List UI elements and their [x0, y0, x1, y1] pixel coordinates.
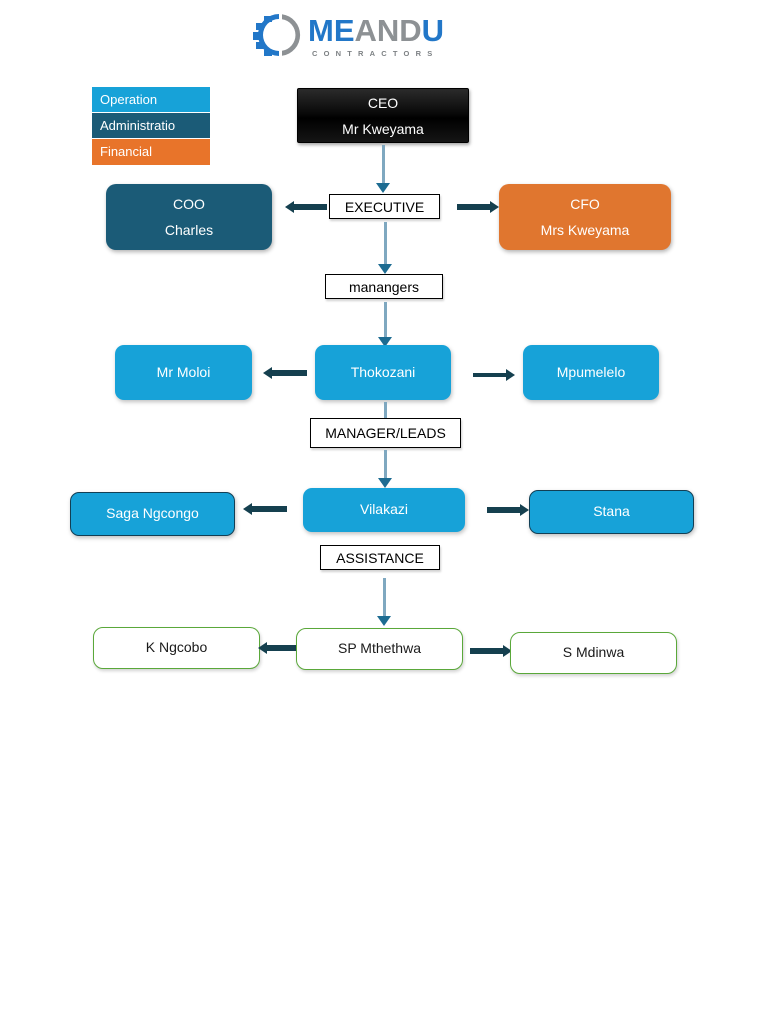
- arrow-executive-to-coo: [285, 200, 327, 214]
- legend-item-operation: Operation: [92, 87, 210, 113]
- node-coo-name: Charles: [164, 222, 214, 238]
- node-ceo-name: Mr Kweyama: [342, 120, 424, 137]
- arrow-mthethwa-to-mdinwa: [470, 644, 512, 658]
- label-executive: EXECUTIVE: [329, 194, 440, 219]
- label-assistance: ASSISTANCE: [320, 545, 440, 570]
- legend: Operation Administratio Financial: [92, 87, 210, 165]
- logo-text-me: ME: [308, 12, 355, 48]
- node-ceo[interactable]: CEO Mr Kweyama: [297, 88, 469, 143]
- node-mpumelelo-label: Mpumelelo: [556, 363, 626, 380]
- node-sp-mthethwa[interactable]: SP Mthethwa: [296, 628, 463, 670]
- connector-ceo-to-executive: [376, 145, 390, 193]
- gear-ring-icon: [253, 14, 301, 56]
- node-vilakazi[interactable]: Vilakazi: [303, 488, 465, 532]
- arrow-mthethwa-to-ngcobo: [258, 641, 302, 655]
- node-coo-title: COO: [173, 196, 205, 212]
- node-mr-moloi[interactable]: Mr Moloi: [115, 345, 252, 400]
- logo-wordmark: MEANDU CONTRACTORS: [308, 15, 444, 58]
- arrow-vilakazi-to-saga: [243, 502, 287, 516]
- node-thokozani-label: Thokozani: [350, 363, 416, 380]
- legend-item-administration: Administratio: [92, 113, 210, 139]
- node-saga-ngcongo[interactable]: Saga Ngcongo: [70, 492, 235, 536]
- node-saga-ngcongo-label: Saga Ngcongo: [106, 505, 199, 521]
- node-mr-moloi-label: Mr Moloi: [156, 363, 211, 380]
- connector-leads-to-row: [378, 450, 392, 488]
- node-cfo[interactable]: CFO Mrs Kweyama: [499, 184, 671, 250]
- node-s-mdinwa[interactable]: S Mdinwa: [510, 632, 677, 674]
- node-k-ngcobo[interactable]: K Ngcobo: [93, 627, 260, 669]
- arrow-thokozani-to-mpumelelo: [473, 368, 515, 382]
- node-stana[interactable]: Stana: [529, 490, 694, 534]
- label-managers: manangers: [325, 274, 443, 299]
- logo-text-and: AND: [354, 12, 422, 48]
- node-ceo-title: CEO: [367, 94, 399, 111]
- node-cfo-name: Mrs Kweyama: [540, 222, 630, 238]
- arrow-thokozani-to-moloi: [263, 366, 307, 380]
- node-vilakazi-label: Vilakazi: [360, 501, 408, 517]
- node-mpumelelo[interactable]: Mpumelelo: [523, 345, 659, 400]
- company-logo: MEANDU CONTRACTORS: [252, 8, 502, 64]
- node-coo[interactable]: COO Charles: [106, 184, 272, 250]
- node-k-ngcobo-label: K Ngcobo: [145, 639, 208, 655]
- node-cfo-title: CFO: [570, 196, 600, 212]
- logo-text-u: U: [421, 12, 445, 48]
- arrow-vilakazi-to-stana: [487, 503, 529, 517]
- node-thokozani[interactable]: Thokozani: [315, 345, 451, 400]
- arrow-executive-to-cfo: [457, 200, 499, 214]
- connector-managers-to-row: [378, 302, 392, 347]
- node-s-mdinwa-label: S Mdinwa: [562, 644, 625, 660]
- logo-subtitle: CONTRACTORS: [312, 48, 439, 58]
- connector-assistance-to-row: [377, 578, 391, 626]
- node-stana-label: Stana: [593, 503, 630, 519]
- connector-executive-to-managers: [378, 222, 392, 274]
- legend-item-financial: Financial: [92, 139, 210, 165]
- label-manager-leads: MANAGER/LEADS: [310, 418, 461, 448]
- node-sp-mthethwa-label: SP Mthethwa: [337, 640, 421, 656]
